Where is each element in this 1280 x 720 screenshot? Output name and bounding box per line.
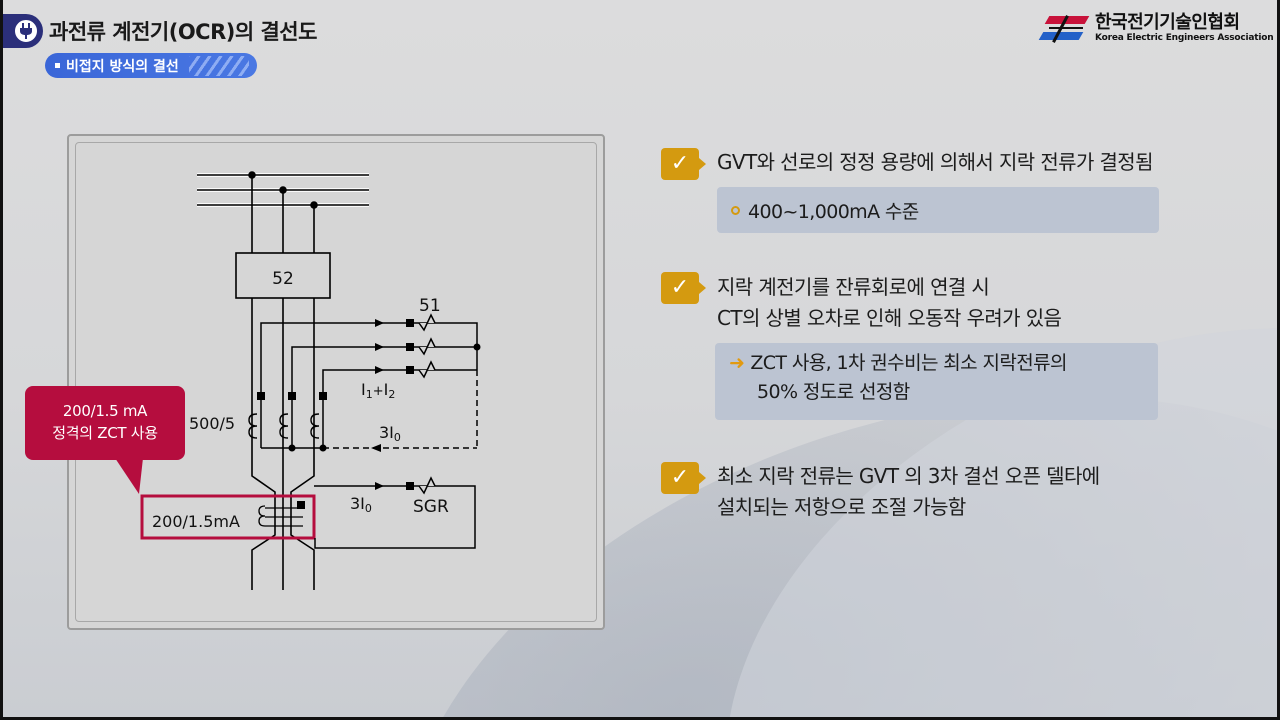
sgr-circuit <box>314 485 476 549</box>
zct-ratio-label: 200/1.5mA <box>152 512 240 531</box>
positive-negative-seq-label: I1+I2 <box>361 380 395 401</box>
bullet-1-detail-box: 400~1,000mA 수준 <box>717 187 1159 233</box>
bullet-1-detail: 400~1,000mA 수준 <box>748 201 919 223</box>
bullet-2-detail-box: ➜ZCT 사용, 1차 권수비는 최소 지락전류의 50% 정도로 선정함 <box>715 343 1158 420</box>
logo-name-english: Korea Electric Engineers Association <box>1095 32 1274 43</box>
checkmark-icon: ✓ <box>661 148 706 180</box>
zct-coil <box>258 505 303 527</box>
plug-icon <box>13 18 39 44</box>
ct-ratio-label: 500/5 <box>189 414 235 433</box>
bullet-2-line-2: CT의 상별 오차로 인해 오동작 우려가 있음 <box>717 306 1062 330</box>
ring-bullet-icon <box>731 206 740 215</box>
section-subtitle: 비접지 방식의 결선 <box>45 53 257 78</box>
logo-name-korean: 한국전기기술인협회 <box>1095 11 1240 33</box>
bullet-3-line-2: 설치되는 저항으로 조절 가능함 <box>717 495 966 519</box>
subtitle-text: 비접지 방식의 결선 <box>66 58 179 75</box>
page-title: 과전류 계전기(OCR)의 결선도 <box>49 20 317 44</box>
relay-51-label: 51 <box>419 296 441 316</box>
zct-highlight-box <box>140 494 316 540</box>
sgr-zero-seq-label: 3I0 <box>350 494 372 515</box>
kea-logo-mark-icon <box>1038 12 1090 44</box>
zct-callout: 200/1.5 mA 정격의 ZCT 사용 <box>25 386 185 460</box>
bullet-2-detail-line-2: 50% 정도로 선정함 <box>757 381 910 403</box>
bullet-item-2: ✓ 지락 계전기를 잔류회로에 연결 시 CT의 상별 오차로 인해 오동작 우… <box>661 272 1062 334</box>
checkmark-icon: ✓ <box>661 272 706 304</box>
bus-junction-dots <box>248 171 318 209</box>
decorative-stripes <box>189 56 249 76</box>
arrow-right-icon: ➜ <box>729 352 745 374</box>
zero-seq-arrow-icon <box>371 444 381 452</box>
zero-seq-label: 3I0 <box>379 423 401 444</box>
bullet-2-detail-line-1: ZCT 사용, 1차 권수비는 최소 지락전류의 <box>750 352 1067 374</box>
square-bullet-icon <box>55 63 60 68</box>
bullet-3-line-1: 최소 지락 전류는 GVT 의 3차 결선 오픈 델타에 <box>717 464 1100 488</box>
bullet-item-3: ✓ 최소 지락 전류는 GVT 의 3차 결선 오픈 델타에 설치되는 저항으로… <box>661 462 1100 523</box>
kea-logo: 한국전기기술인협회 Korea Electric Engineers Assoc… <box>1038 11 1274 44</box>
bullet-2-line-1: 지락 계전기를 잔류회로에 연결 시 <box>717 275 990 299</box>
breaker-label: 52 <box>272 269 294 289</box>
bullet-item-1: ✓ GVT와 선로의 정정 용량에 의해서 지락 전류가 결정됨 <box>661 148 1154 180</box>
phase-conductors <box>251 175 315 590</box>
breaker-52-box <box>235 252 331 299</box>
ct-secondary-wiring <box>260 322 478 449</box>
page-header: 과전류 계전기(OCR)의 결선도 <box>3 14 317 48</box>
checkmark-icon: ✓ <box>661 462 706 494</box>
ct-500-5-coils <box>248 392 327 452</box>
callout-pointer <box>115 458 143 494</box>
sgr-label: SGR <box>413 497 449 517</box>
relay-51-elements <box>375 313 481 379</box>
callout-line2: 정격의 ZCT 사용 <box>52 424 158 442</box>
bullet-1-line-1: GVT와 선로의 정정 용량에 의해서 지락 전류가 결정됨 <box>717 150 1154 174</box>
ocr-wiring-diagram: 52 51 I1+I2 <box>115 171 481 590</box>
callout-line1: 200/1.5 mA <box>62 402 148 420</box>
title-tab <box>3 14 43 48</box>
